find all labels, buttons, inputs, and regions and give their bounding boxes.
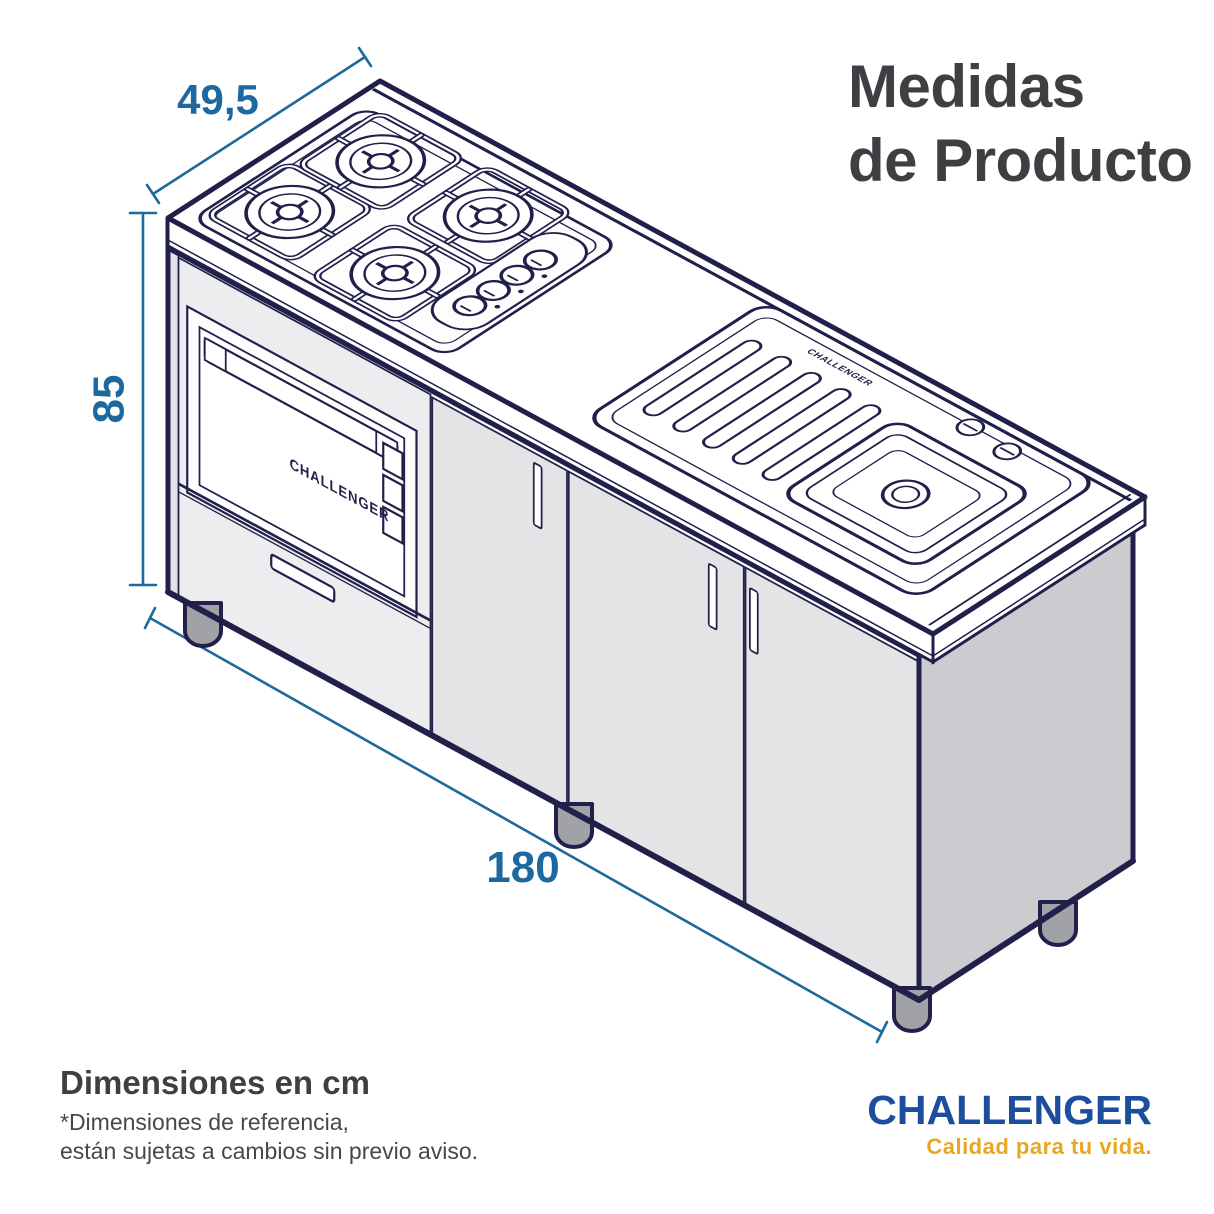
door-handle-3 — [749, 587, 759, 655]
oven: CHALLENGER — [177, 256, 432, 736]
dimension-depth: 49,5 — [145, 46, 373, 205]
cooktop-knob-strip — [430, 232, 588, 331]
brand-logo: CHALLENGER Calidad para tu vida. — [867, 1090, 1152, 1160]
dimensions-unit-heading: Dimensiones en cm — [60, 1064, 370, 1101]
cabinet-outline — [165, 218, 1136, 1003]
dimension-height: 85 — [85, 211, 158, 587]
brand-tagline: Calidad para tu vida. — [926, 1134, 1152, 1159]
dimension-width-label: 180 — [486, 843, 559, 892]
dimension-width: 180 — [143, 606, 889, 1044]
oven-buttons — [382, 441, 404, 546]
faucet-hole-covers — [955, 418, 1023, 461]
sink-basin — [786, 422, 1027, 565]
dimensions-note-line1: *Dimensiones de referencia, — [60, 1109, 349, 1135]
sink — [592, 305, 1091, 595]
cooktop — [198, 104, 613, 354]
page-title-line1: Medidas — [848, 53, 1085, 120]
sink-drain — [880, 479, 931, 510]
dimensions-note-line2: están sujetas a cambios sin previo aviso… — [60, 1138, 479, 1164]
page-title: Medidas de Producto — [848, 50, 1193, 198]
door-handle-1 — [532, 462, 543, 530]
page-title-line2: de Producto — [848, 127, 1193, 194]
dimension-depth-label: 49,5 — [177, 76, 259, 123]
brand-name: CHALLENGER — [867, 1087, 1152, 1133]
door-handle-2 — [707, 563, 718, 631]
dimensions-note: Dimensiones en cm *Dimensiones de refere… — [60, 1064, 478, 1166]
oven-drawer — [178, 482, 431, 630]
dimension-height-label: 85 — [85, 375, 134, 424]
cabinet-front: CHALLENGER — [167, 245, 920, 1002]
